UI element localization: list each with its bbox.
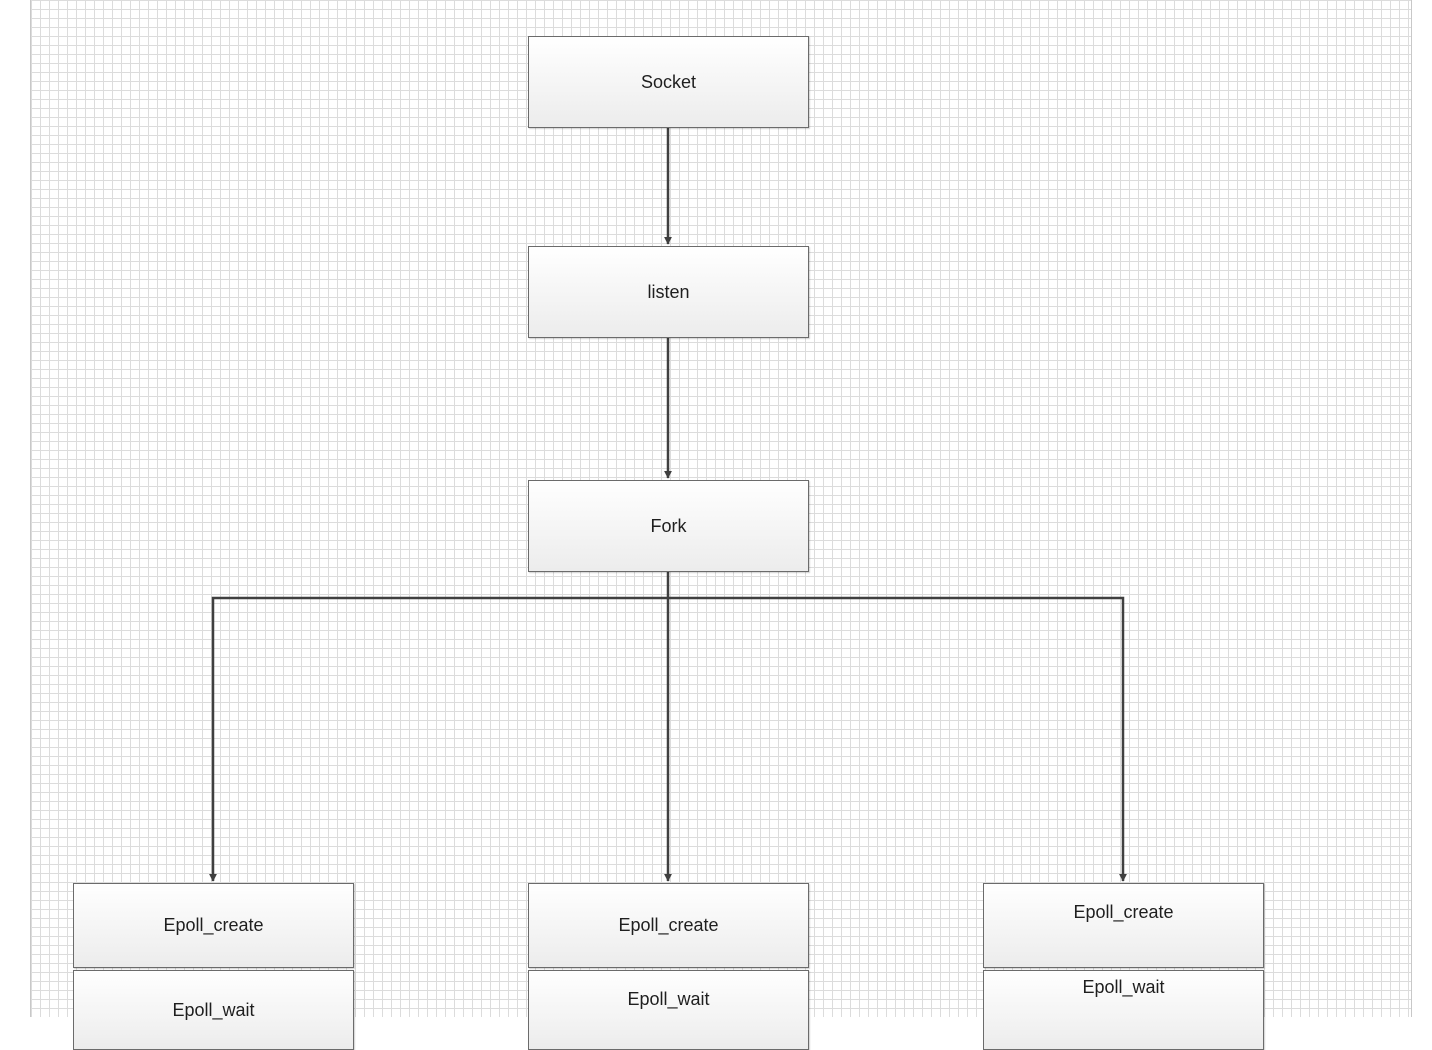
center-epoll-wait-label: Epoll_wait: [627, 989, 710, 1009]
left-epoll-wait-node[interactable]: Epoll_wait: [73, 970, 354, 1050]
fork-label: Fork: [650, 515, 687, 536]
left-epoll-create-node[interactable]: Epoll_create: [73, 883, 354, 968]
right-epoll-create-node[interactable]: Epoll_create: [983, 883, 1264, 968]
right-epoll-create-label: Epoll_create: [1073, 902, 1174, 922]
center-epoll-wait-node[interactable]: Epoll_wait: [528, 970, 809, 1050]
listen-node[interactable]: listen: [528, 246, 809, 338]
fork-node[interactable]: Fork: [528, 480, 809, 572]
left-epoll-wait-label: Epoll_wait: [172, 999, 255, 1020]
listen-label: listen: [647, 281, 690, 302]
socket-node[interactable]: Socket: [528, 36, 809, 128]
left-epoll-create-label: Epoll_create: [163, 915, 264, 935]
center-epoll-create-node[interactable]: Epoll_create: [528, 883, 809, 968]
right-epoll-wait-node[interactable]: Epoll_wait: [983, 970, 1264, 1050]
right-epoll-wait-label: Epoll_wait: [1082, 977, 1165, 997]
center-epoll-create-label: Epoll_create: [618, 915, 719, 935]
socket-label: Socket: [640, 71, 697, 92]
